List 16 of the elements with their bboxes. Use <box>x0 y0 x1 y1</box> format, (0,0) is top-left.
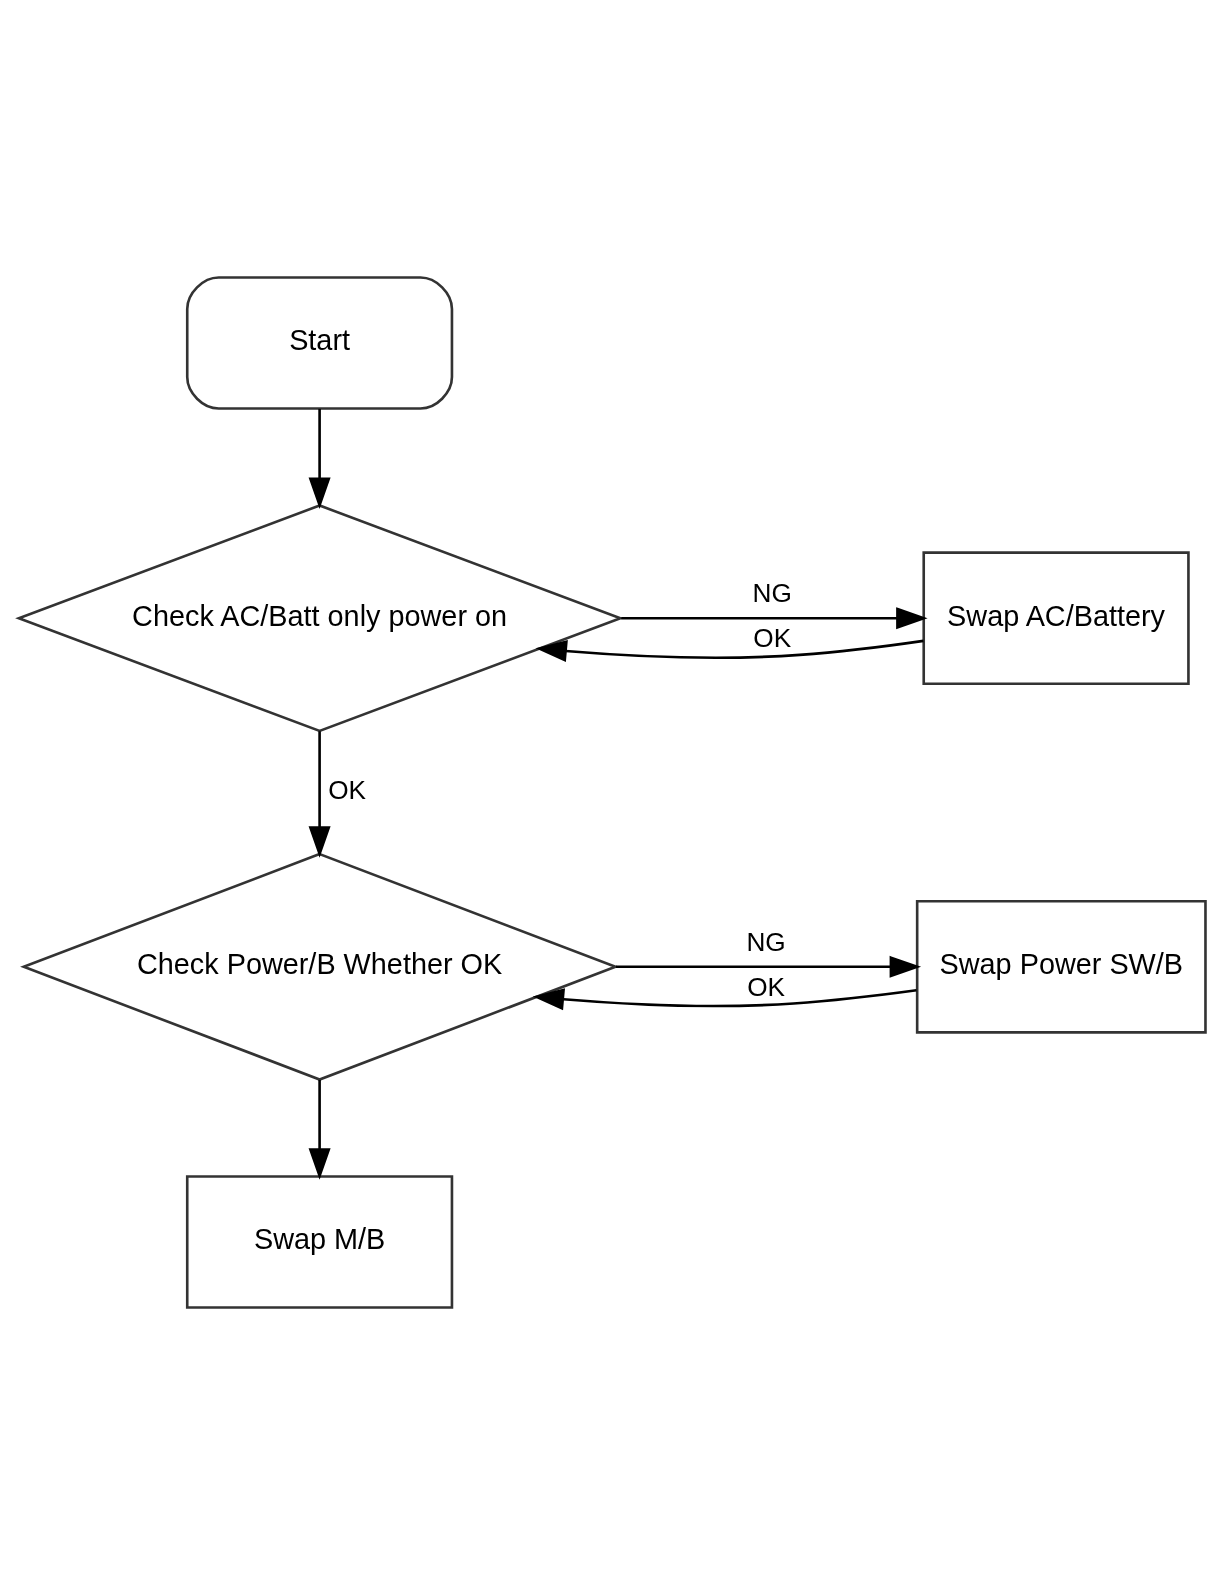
node-box: Swap AC/Battery <box>922 550 1190 685</box>
node-box: Swap Power SW/B <box>915 899 1207 1034</box>
arrow <box>532 987 917 1010</box>
arrow <box>621 606 928 629</box>
edge-label: OK <box>753 622 792 653</box>
arrow <box>535 639 924 662</box>
edge-label: OK <box>328 774 367 805</box>
arrow <box>308 730 331 858</box>
edge-label: NG <box>746 926 786 957</box>
arrow <box>308 1079 331 1180</box>
edge-label: NG <box>752 577 792 608</box>
node-box: Swap M/B <box>185 1174 454 1309</box>
arrow <box>308 408 331 509</box>
edge-label: OK <box>747 971 785 1002</box>
node-box: Start <box>185 275 454 410</box>
arrow <box>615 955 922 978</box>
